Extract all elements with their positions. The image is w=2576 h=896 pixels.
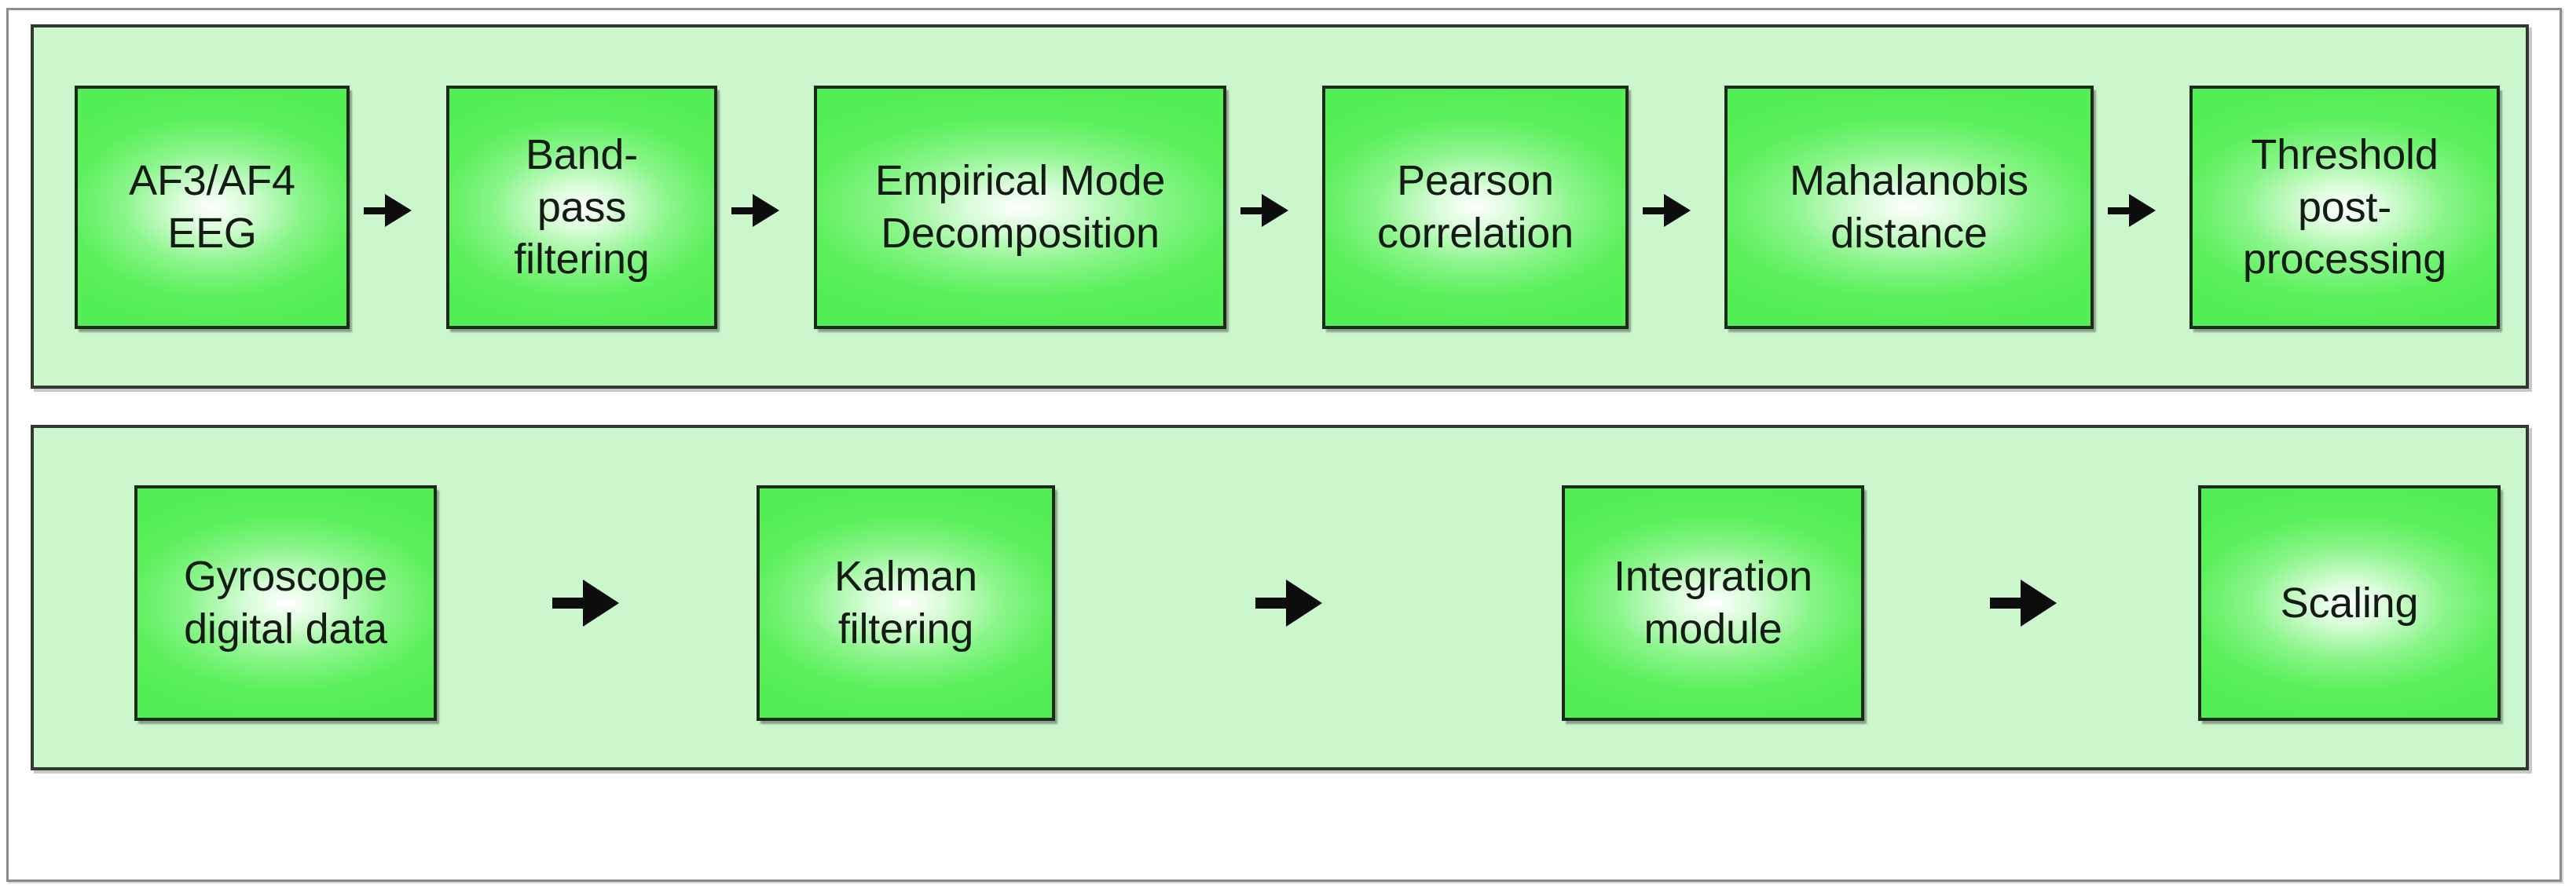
arrow-right-icon-eeg-5 bbox=[2108, 194, 2156, 227]
process-box-pearson-correlation[interactable]: Pearson correlation bbox=[1322, 86, 1629, 329]
arrow-head bbox=[1664, 194, 1691, 227]
process-box-mahalanobis-distance[interactable]: Mahalanobis distance bbox=[1724, 86, 2094, 329]
arrow-head bbox=[2129, 194, 2156, 227]
arrow-shaft bbox=[2108, 207, 2130, 214]
arrow-head bbox=[1286, 580, 1322, 627]
arrow-right-icon-eeg-3 bbox=[1240, 194, 1288, 227]
arrow-right-icon-gyro-2 bbox=[1255, 580, 1322, 627]
arrow-right-icon-gyro-1 bbox=[552, 580, 619, 627]
arrow-head bbox=[753, 194, 779, 227]
arrow-right-icon-eeg-2 bbox=[731, 194, 779, 227]
process-box-band-pass-filtering[interactable]: Band- pass filtering bbox=[446, 86, 717, 329]
arrow-head bbox=[385, 194, 412, 227]
arrow-head bbox=[2021, 580, 2057, 627]
process-box-label: Empirical Mode Decomposition bbox=[874, 157, 1166, 257]
arrow-shaft bbox=[1255, 598, 1287, 609]
process-box-kalman-filtering[interactable]: Kalman filtering bbox=[757, 485, 1055, 721]
arrow-shaft bbox=[1643, 207, 1665, 214]
arrow-right-icon-eeg-1 bbox=[364, 194, 412, 227]
process-box-label: Pearson correlation bbox=[1377, 157, 1574, 257]
process-box-empirical-mode-decomposition[interactable]: Empirical Mode Decomposition bbox=[814, 86, 1226, 329]
eeg-pipeline-panel: AF3/AF4 EEG Band- pass filtering Empiric… bbox=[31, 24, 2529, 389]
process-box-label: Integration module bbox=[1614, 553, 1812, 653]
figure-frame: AF3/AF4 EEG Band- pass filtering Empiric… bbox=[6, 8, 2562, 882]
process-box-integration-module[interactable]: Integration module bbox=[1562, 485, 1864, 721]
gyro-pipeline-panel: Gyroscope digital data Kalman filtering … bbox=[31, 425, 2529, 770]
arrow-head bbox=[1262, 194, 1288, 227]
arrow-shaft bbox=[731, 207, 753, 214]
arrow-shaft bbox=[552, 598, 584, 609]
arrow-shaft bbox=[364, 207, 386, 214]
arrow-right-icon-gyro-3 bbox=[1990, 580, 2057, 627]
process-box-label: Band- pass filtering bbox=[514, 130, 650, 283]
process-box-gyroscope-digital-data[interactable]: Gyroscope digital data bbox=[134, 485, 437, 721]
arrow-head bbox=[583, 580, 619, 627]
process-box-label: Gyroscope digital data bbox=[183, 553, 388, 653]
process-box-label: Threshold post- processing bbox=[2242, 130, 2447, 283]
arrow-shaft bbox=[1990, 598, 2021, 609]
process-box-label: AF3/AF4 EEG bbox=[129, 157, 295, 257]
process-box-scaling[interactable]: Scaling bbox=[2198, 485, 2501, 721]
process-box-label: Mahalanobis distance bbox=[1789, 157, 2028, 257]
process-box-label: Scaling bbox=[2280, 579, 2419, 627]
arrow-shaft bbox=[1240, 207, 1262, 214]
arrow-right-icon-eeg-4 bbox=[1643, 194, 1691, 227]
process-box-label: Kalman filtering bbox=[834, 553, 977, 653]
process-box-threshold-post-processing[interactable]: Threshold post- processing bbox=[2189, 86, 2500, 329]
process-box-af3-af4-eeg[interactable]: AF3/AF4 EEG bbox=[75, 86, 350, 329]
